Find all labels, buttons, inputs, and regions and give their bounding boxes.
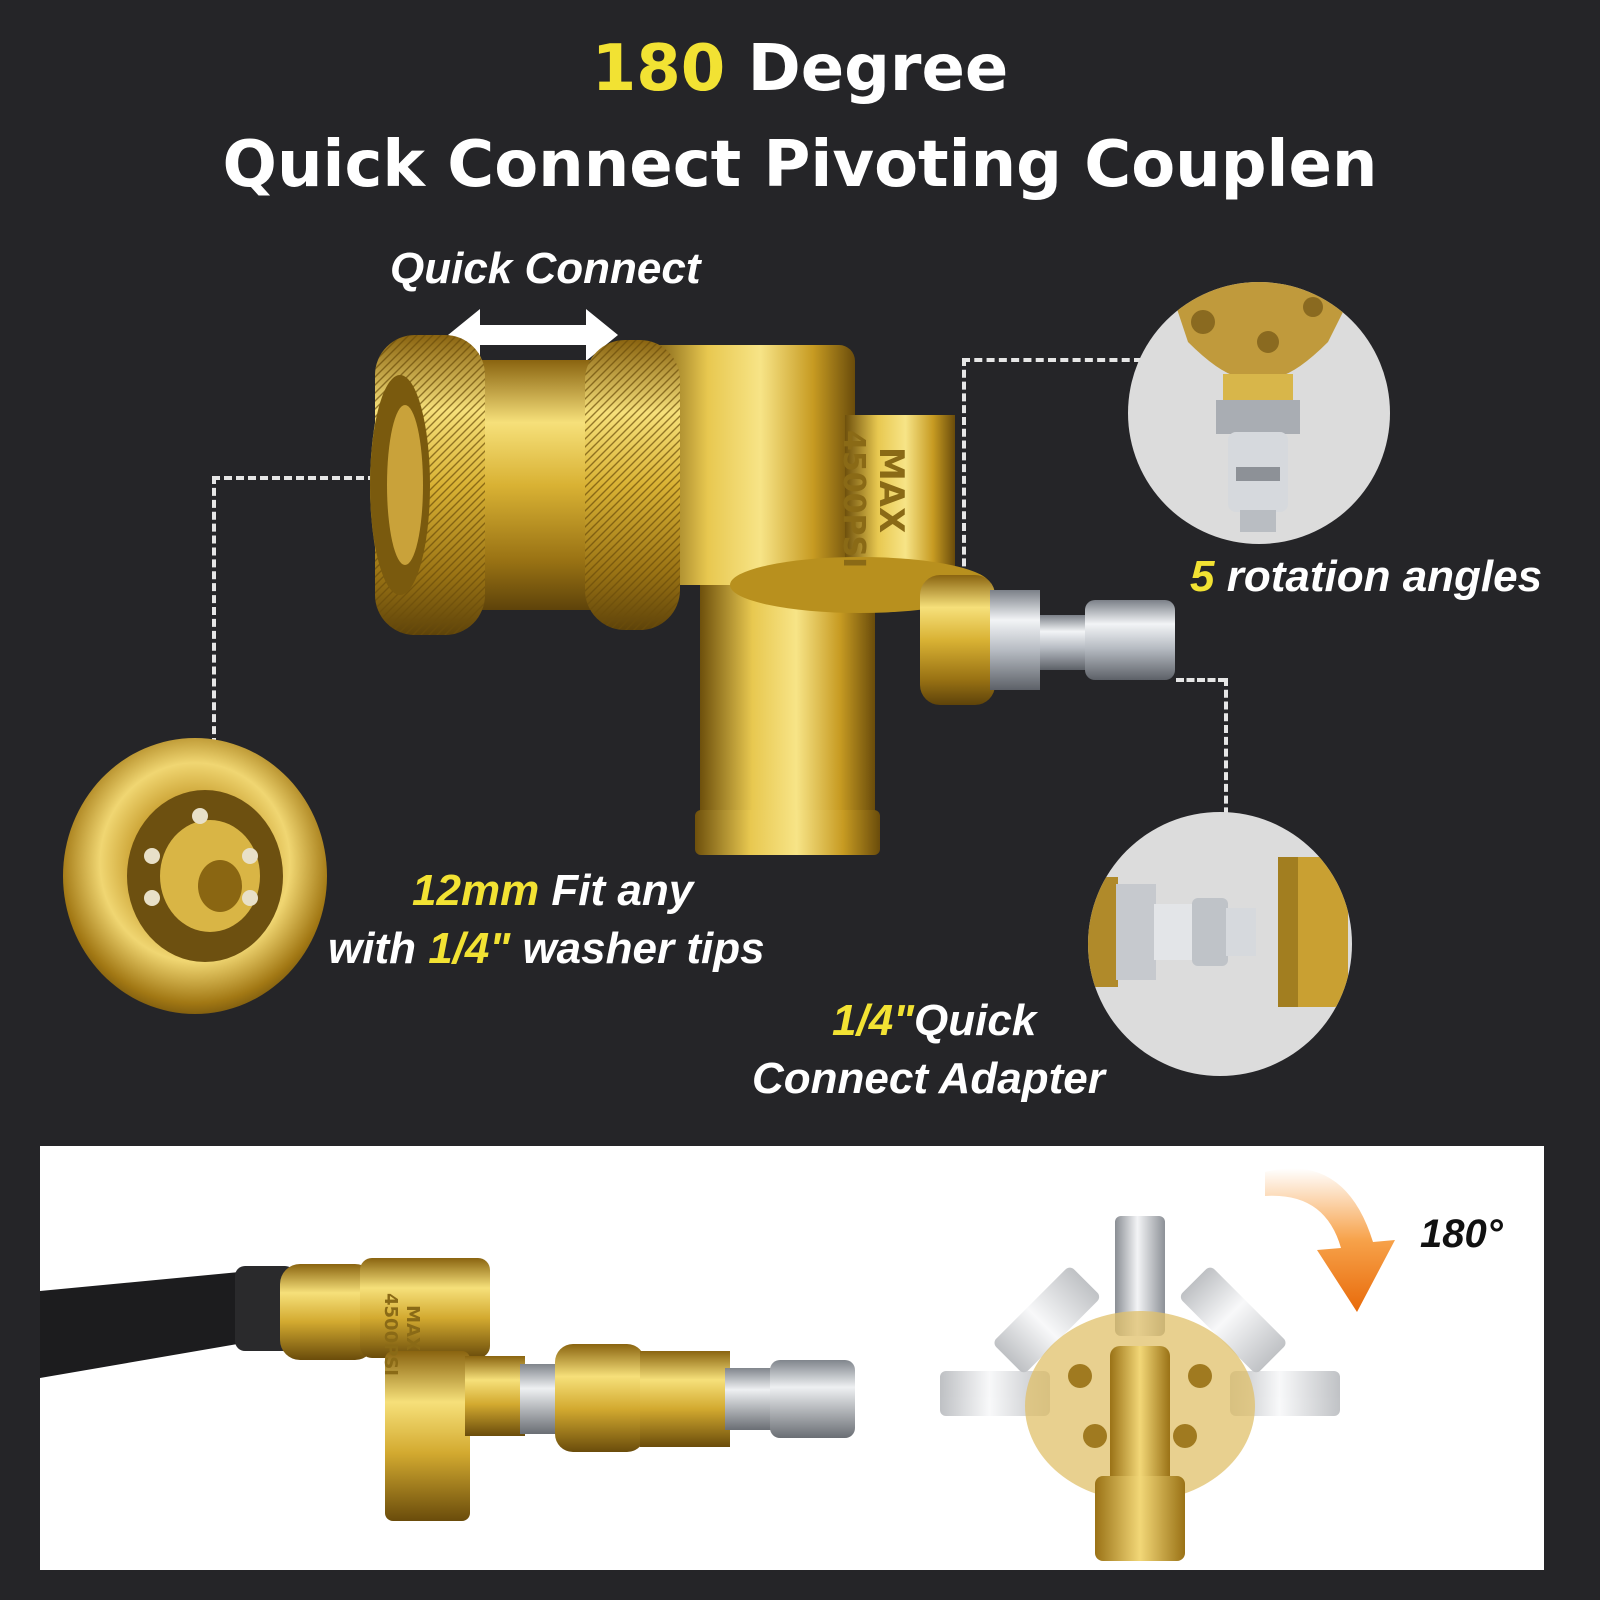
curved-arrow-icon: [1265, 1168, 1395, 1312]
swivel-detail-circle: [1128, 282, 1390, 544]
adapter-size: 1/4": [832, 996, 915, 1045]
bottom-photo-panel: MAX 4500PSI: [40, 1146, 1544, 1570]
marking-max: MAX: [871, 446, 911, 534]
with-rest: washer tips: [510, 924, 765, 973]
assembly-marking: MAX 4500PSI: [379, 1293, 423, 1376]
swivel-plug-image: [1168, 282, 1358, 532]
with-text: with: [328, 924, 429, 973]
rotation-count: 5: [1190, 552, 1215, 601]
connector-line-right-v: [1224, 678, 1228, 886]
adapter-detail-circle: [1088, 812, 1352, 1076]
connector-line-right-h: [1176, 678, 1226, 682]
adapter-quick: Quick: [914, 996, 1037, 1045]
label-quick-connect: Quick Connect: [390, 244, 701, 293]
title-product-name: Quick Connect Pivoting Couplen: [222, 128, 1378, 202]
title-line-1: 180 Degree: [0, 32, 1600, 106]
assembly-photo: [40, 1258, 855, 1521]
assembly-marking-psi: 4500PSI: [380, 1293, 401, 1376]
rotation-positions-photo: [940, 1216, 1340, 1561]
adapter-plug-image: [1088, 857, 1348, 1007]
fit-size: 12mm: [412, 866, 540, 915]
connector-line-top-h: [962, 358, 1142, 362]
label-fit-line-1: 12mm Fit any: [412, 866, 693, 916]
connector-line-left-h: [212, 476, 412, 480]
label-adapter-line-2: Connect Adapter: [752, 1054, 1105, 1103]
rotation-text: rotation angles: [1214, 552, 1543, 601]
connector-line-left-v: [212, 476, 216, 746]
product-marking: MAX 4500PSI: [730, 430, 911, 569]
fit-text: Fit any: [539, 866, 694, 915]
title-line-2: Quick Connect Pivoting Couplen: [0, 128, 1600, 202]
marking-psi: 4500PSI: [836, 430, 871, 569]
label-rotation-degree: 180°: [1420, 1212, 1503, 1256]
label-rotation-angles: 5 rotation angles: [1190, 552, 1542, 602]
double-arrow-icon: [448, 309, 618, 361]
coupler-face-image: [63, 738, 327, 1014]
connector-line-top-v: [962, 358, 966, 590]
with-size: 1/4": [428, 924, 511, 973]
label-adapter-line-1: 1/4"Quick: [832, 996, 1036, 1046]
assembly-marking-max: MAX: [402, 1305, 423, 1351]
pivoting-coupler-image: [370, 335, 1175, 855]
title-degree-text: Degree: [725, 32, 1009, 106]
label-fit-line-2: with 1/4" washer tips: [328, 924, 765, 974]
title-highlight-180: 180: [591, 32, 726, 106]
